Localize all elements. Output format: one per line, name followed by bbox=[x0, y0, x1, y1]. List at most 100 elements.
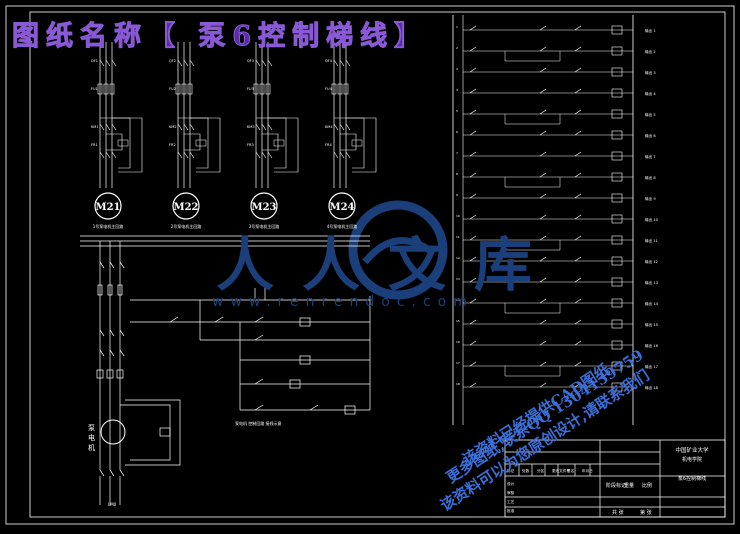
inner-frame bbox=[29, 11, 726, 518]
ladder-contact bbox=[539, 340, 547, 346]
breaker-contact bbox=[183, 59, 189, 67]
reverse-branch bbox=[268, 117, 299, 173]
breaker-contact bbox=[99, 469, 105, 477]
component-tag: FR2 bbox=[169, 143, 176, 147]
ladder-rung-number: 16 bbox=[456, 340, 460, 344]
component-tag: KM2 bbox=[169, 125, 177, 129]
ladder-contact bbox=[539, 319, 547, 325]
ladder-contact bbox=[539, 298, 547, 304]
ladder-coil bbox=[611, 319, 623, 329]
pump-motor-label: 电 bbox=[88, 433, 95, 442]
ladder-contact bbox=[539, 235, 547, 241]
signoff-label: 审核 bbox=[507, 490, 515, 495]
reverse-branch bbox=[100, 117, 131, 169]
motor-caption: 4号泵电机主回路 bbox=[327, 223, 358, 229]
relay-coil bbox=[299, 317, 311, 327]
pump-starter bbox=[159, 427, 171, 437]
contactor-contact bbox=[255, 151, 261, 159]
reverse-branch bbox=[190, 117, 221, 173]
component-tag: QF4 bbox=[325, 59, 333, 63]
contactor-contact bbox=[267, 151, 273, 159]
ladder-annotation: 输出 15 bbox=[645, 322, 658, 327]
contactor-contact bbox=[333, 151, 339, 159]
ladder-contact bbox=[469, 46, 477, 52]
contactor-contact bbox=[105, 123, 111, 131]
component-tag: KM1 bbox=[91, 125, 99, 129]
ladder-coil bbox=[611, 340, 623, 350]
revision-header: 分区 bbox=[537, 468, 545, 473]
ladder-contact bbox=[469, 277, 477, 283]
contactor-contact bbox=[111, 151, 117, 159]
signoff-label: 工艺 bbox=[507, 499, 515, 504]
reverse-branch bbox=[346, 117, 377, 173]
ladder-annotation: 输出 7 bbox=[645, 154, 656, 159]
ladder-contact bbox=[574, 25, 582, 31]
ladder-rung-number: 6 bbox=[456, 130, 458, 134]
ladder-contact bbox=[574, 67, 582, 73]
ladder-parallel-branch bbox=[504, 366, 561, 377]
signoff-label: 批准 bbox=[507, 508, 515, 513]
ladder-rung-number: 1 bbox=[456, 25, 458, 29]
pump-motor-symbol bbox=[100, 419, 126, 445]
ladder-contact bbox=[574, 172, 582, 178]
ladder-contact bbox=[574, 130, 582, 136]
ladder-rung-number: 17 bbox=[456, 361, 460, 365]
breaker-contact bbox=[119, 469, 125, 477]
breaker-contact bbox=[109, 469, 115, 477]
contactor-contact bbox=[119, 349, 125, 357]
contactor-contact bbox=[99, 329, 105, 337]
pump-branch bbox=[125, 399, 181, 466]
ladder-coil bbox=[611, 256, 623, 266]
motor-caption: 3号泵电机主回路 bbox=[249, 223, 280, 229]
ladder-contact bbox=[574, 319, 582, 325]
breaker-contact bbox=[267, 59, 273, 67]
ladder-contact bbox=[469, 109, 477, 115]
contactor-contact bbox=[109, 349, 115, 357]
breaker-contact bbox=[333, 59, 339, 67]
breaker-contact bbox=[111, 59, 117, 67]
ladder-coil bbox=[611, 151, 623, 161]
breaker-contact bbox=[105, 59, 111, 67]
ladder-annotation: 输出 11 bbox=[645, 238, 658, 243]
ladder-contact bbox=[574, 109, 582, 115]
ladder-rung-number: 8 bbox=[456, 172, 458, 176]
thermal-relay bbox=[106, 369, 114, 379]
ladder-rung-number: 5 bbox=[456, 109, 458, 113]
component-tag: QF1 bbox=[91, 59, 98, 63]
control-contact bbox=[254, 316, 264, 323]
outer-frame bbox=[5, 5, 735, 525]
ladder-contact bbox=[539, 151, 547, 157]
component-tag: QF3 bbox=[247, 59, 254, 63]
ladder-contact bbox=[469, 172, 477, 178]
watermark-emblem-swoosh bbox=[362, 237, 435, 265]
ladder-rung-number: 3 bbox=[456, 67, 458, 71]
control-contact bbox=[169, 316, 179, 323]
ladder-contact bbox=[539, 277, 547, 283]
contactor-contact bbox=[345, 151, 351, 159]
ladder-coil bbox=[611, 88, 623, 98]
ladder-annotation: 输出 4 bbox=[645, 91, 656, 96]
ladder-rung-number: 4 bbox=[456, 88, 458, 92]
fuse bbox=[253, 83, 259, 95]
ladder-rung-number: 12 bbox=[456, 256, 460, 260]
ladder-contact bbox=[469, 88, 477, 94]
stage-label: 重量 bbox=[624, 482, 634, 489]
ladder-contact bbox=[574, 340, 582, 346]
ladder-contact bbox=[574, 46, 582, 52]
ladder-contact bbox=[539, 109, 547, 115]
contactor-contact bbox=[177, 123, 183, 131]
ladder-parallel-branch bbox=[504, 303, 561, 314]
ladder-contact bbox=[539, 25, 547, 31]
contactor-contact bbox=[109, 329, 115, 337]
reverse-branch bbox=[256, 117, 287, 169]
ladder-contact bbox=[469, 382, 477, 388]
control-caption: 泵电机 控制回路 接线示意 bbox=[235, 420, 282, 426]
ladder-rung-number: 7 bbox=[456, 151, 458, 155]
ladder-contact bbox=[539, 382, 547, 388]
motor-label: M22 bbox=[174, 202, 199, 213]
ladder-coil bbox=[611, 109, 623, 119]
